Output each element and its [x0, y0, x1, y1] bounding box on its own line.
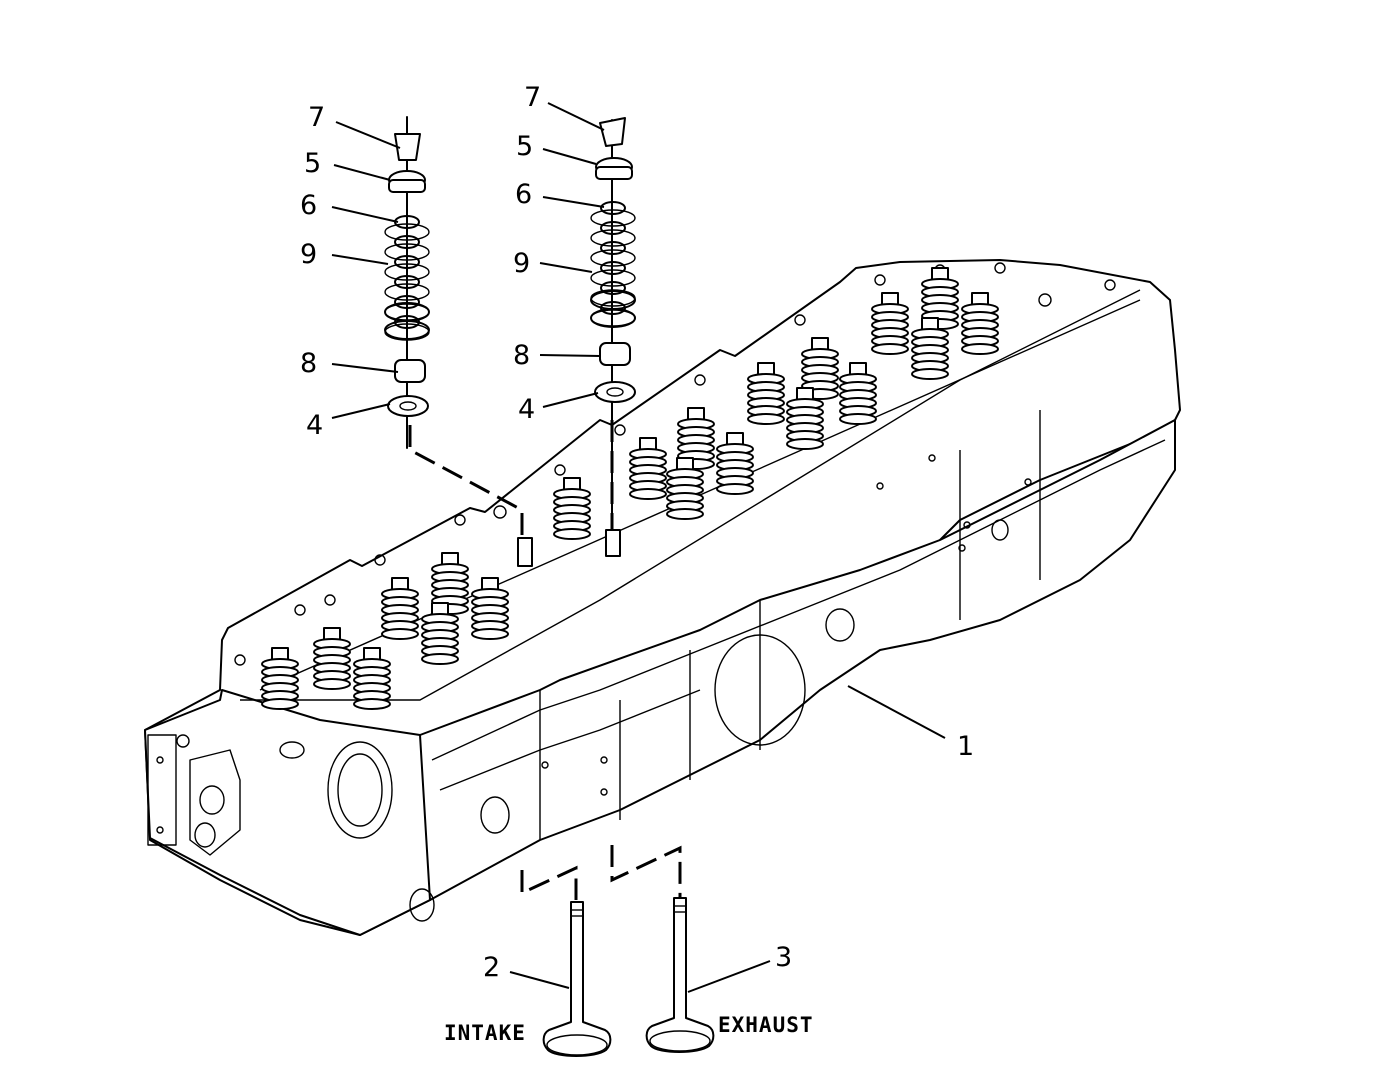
callout-4-right: 4: [518, 394, 535, 425]
callout-9-left: 9: [300, 239, 317, 270]
installed-valve-springs: [261, 267, 999, 710]
installed-spring: [961, 292, 999, 355]
installed-spring: [747, 362, 785, 425]
installed-spring: [261, 647, 299, 710]
keeper-left: [394, 133, 421, 161]
installed-spring: [786, 387, 824, 450]
valve-stack-right: [590, 117, 636, 531]
washer-right: [594, 381, 636, 403]
callout-1: 1: [957, 731, 974, 762]
callout-8-left: 8: [300, 348, 317, 379]
installed-spring: [353, 647, 391, 710]
installed-spring: [471, 577, 509, 640]
exhaust-caption: EXHAUST: [718, 1013, 814, 1037]
installed-spring: [553, 477, 591, 540]
intake-caption: INTAKE: [444, 1021, 526, 1045]
intake-valve: [542, 901, 612, 1057]
cylinder-head: [144, 259, 1181, 936]
installed-spring: [666, 457, 704, 520]
valve-stack-left: [384, 116, 430, 449]
callout-4-left: 4: [306, 410, 323, 441]
installed-spring: [677, 407, 715, 470]
callout-6-left: 6: [300, 190, 317, 221]
callout-3: 3: [775, 942, 792, 973]
keeper-right: [599, 117, 626, 147]
spring-seat-left: [394, 359, 426, 383]
callout-7-right: 7: [524, 82, 541, 113]
callout-5-right: 5: [516, 131, 533, 162]
callout-labels: 7 5 6 9 8 4 7 5 6 9 8 4 1 2 3: [300, 82, 974, 983]
callout-8-right: 8: [513, 340, 530, 371]
installed-spring: [381, 577, 419, 640]
callout-2: 2: [483, 952, 500, 983]
installed-spring: [421, 602, 459, 665]
spring-seat-right: [599, 342, 631, 366]
installed-spring: [871, 292, 909, 355]
leader-lines: [331, 102, 946, 993]
exhaust-valve: [645, 897, 715, 1053]
callout-5-left: 5: [304, 148, 321, 179]
installed-spring: [629, 437, 667, 500]
installed-spring: [801, 337, 839, 400]
installed-spring: [911, 317, 949, 380]
installed-spring: [716, 432, 754, 495]
spring-right: [590, 201, 636, 328]
callout-6-right: 6: [515, 179, 532, 210]
callout-7-left: 7: [308, 102, 325, 133]
spring-left: [384, 215, 430, 341]
washer-left: [387, 395, 429, 417]
callout-9-right: 9: [513, 248, 530, 279]
installed-spring: [313, 627, 351, 690]
installed-spring: [839, 362, 877, 425]
